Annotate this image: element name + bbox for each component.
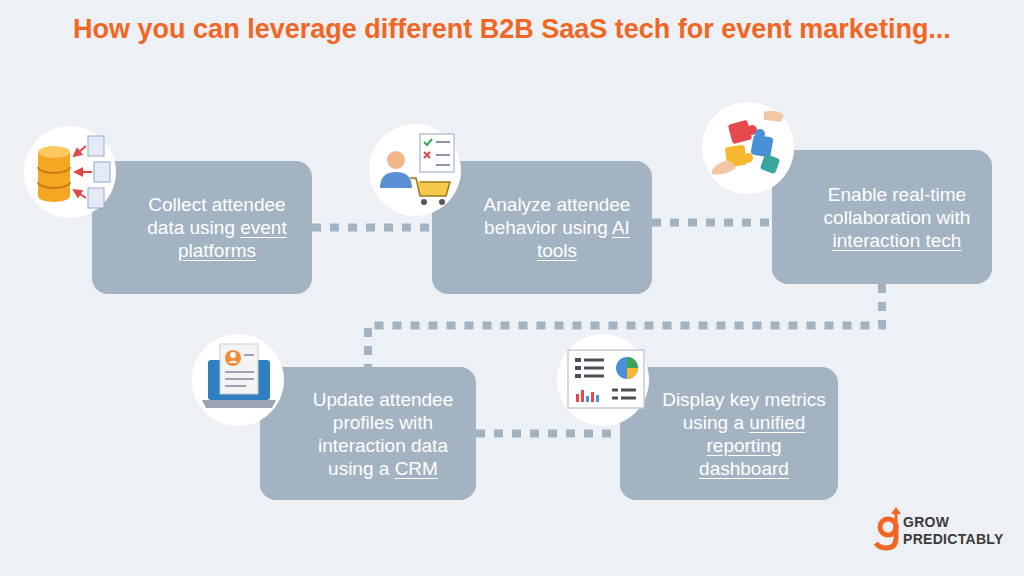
box-fill [260, 367, 476, 500]
title-text: How you can leverage different B2B SaaS … [73, 12, 951, 46]
box-fill [620, 367, 838, 500]
dotted-connector [476, 430, 620, 438]
dotted-connector [312, 224, 432, 232]
box-label: Enable real-time collaboration with [824, 184, 971, 228]
title-bar: How you can leverage different B2B SaaS … [0, 12, 1024, 46]
box-fill [92, 161, 312, 294]
process-box: Enable real-time collaboration with inte… [772, 150, 992, 284]
process-box: Analyze attendee behavior using AI tools [432, 161, 652, 294]
behavior-icon [369, 124, 461, 216]
icon-layer [24, 102, 901, 548]
tool-link: CRM [395, 458, 438, 479]
box-text: Display key metrics using a unified repo… [662, 388, 826, 480]
box-text: Collect attendee data using event platfo… [134, 193, 300, 262]
box-text: Analyze attendee behavior using AI tools [474, 193, 640, 262]
logo-mark [876, 507, 901, 548]
crm-icon [192, 334, 284, 426]
box-fill [772, 150, 992, 284]
box-label: Analyze attendee behavior using [484, 194, 631, 238]
database-icon [24, 126, 116, 218]
brand-text: PREDICTABLY [903, 531, 1004, 548]
brand-text: GROW [903, 514, 1004, 531]
dotted-connector [652, 219, 772, 227]
puzzle-icon [702, 102, 794, 194]
process-box: Display key metrics using a unified repo… [620, 367, 838, 500]
brand-logo: GROWPREDICTABLY [903, 514, 1004, 548]
box-text: Enable real-time collaboration with inte… [814, 183, 980, 252]
box-text: Update attendee profiles with interactio… [302, 388, 464, 480]
process-box: Update attendee profiles with interactio… [260, 367, 476, 500]
box-fill [432, 161, 652, 294]
dashboard-icon [557, 334, 649, 426]
box-fill-layer [92, 150, 992, 500]
process-box: Collect attendee data using event platfo… [92, 161, 312, 294]
tool-link: interaction tech [833, 230, 962, 251]
